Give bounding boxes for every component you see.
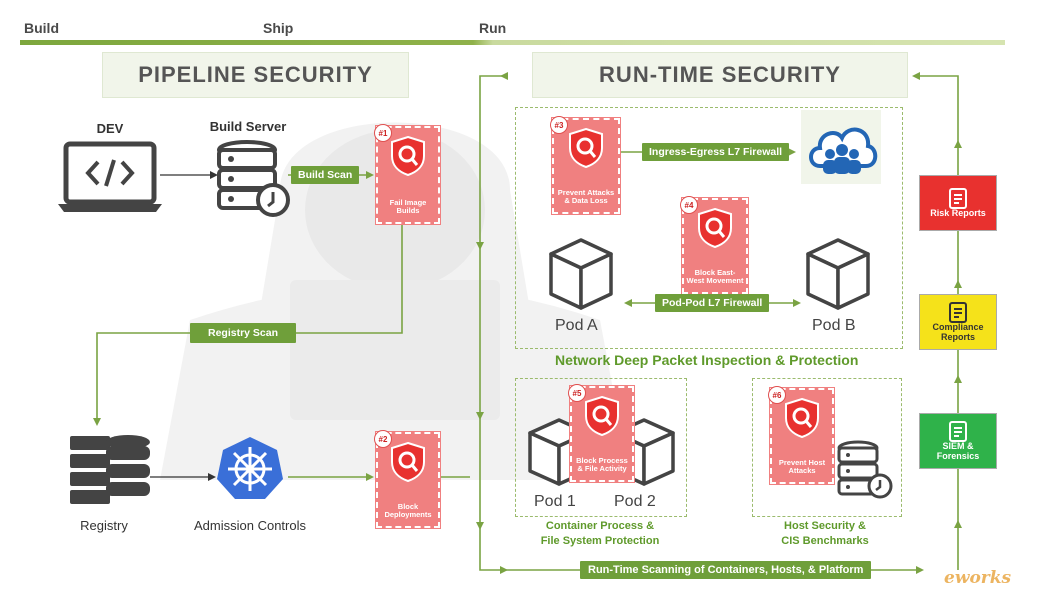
laptop-code-icon (58, 141, 162, 212)
badge-number: #3 (550, 116, 568, 134)
pod-1-label: Pod 1 (534, 493, 576, 510)
report-label: Risk Reports (930, 208, 986, 219)
timeline-bar (20, 40, 1005, 45)
registry-database-icon (70, 435, 150, 504)
badge-text: Block Process & File Activity (576, 455, 628, 474)
report-clipboard-icon (949, 302, 967, 324)
caption-line: Container Process & (545, 520, 655, 532)
network-protection-box (515, 107, 903, 349)
badge-prevent-attacks: #3 Prevent Attacks & Data Loss (550, 116, 620, 214)
pod-a-label: Pod A (555, 317, 598, 334)
runtime-security-title: RUN-TIME SECURITY (532, 52, 908, 98)
build-scan-tag: Build Scan (291, 166, 360, 184)
runtime-scanning-tag: Run-Time Scanning of Containers, Hosts, … (580, 561, 872, 579)
container-protection-caption: Container Process & File System Protecti… (520, 519, 680, 549)
registry-label: Registry (80, 518, 128, 533)
badge-fail-image-builds: #1 Fail Image Builds (374, 124, 440, 224)
pod-b-label: Pod B (812, 317, 856, 334)
stage-run: Run (479, 20, 507, 36)
shield-search-icon (585, 396, 619, 436)
badge-text: Prevent Attacks & Data Loss (557, 187, 615, 206)
badge-number: #6 (768, 386, 786, 404)
shield-search-icon (698, 208, 732, 248)
compliance-reports-card: Compliance Reports (919, 294, 997, 350)
host-security-box (752, 378, 902, 517)
badge-number: #2 (374, 430, 392, 448)
shield-search-icon (785, 398, 819, 438)
database-check-icon (217, 140, 290, 217)
report-label: SIEM & Forensics (936, 441, 980, 461)
badge-prevent-host-attacks: #6 Prevent Host Attacks (768, 386, 834, 484)
caption-line: Host Security & (784, 520, 866, 532)
report-label: Compliance Reports (932, 322, 984, 342)
badge-block-deployments: #2 Block Deployments (374, 430, 440, 528)
eworks-watermark: eworks (944, 568, 1012, 588)
badge-text: Block Deployments (384, 501, 432, 520)
caption-line: File System Protection (540, 534, 660, 547)
badge-block-east-west: #4 Block East-West Movement (680, 196, 748, 294)
pod-2-label: Pod 2 (614, 493, 656, 510)
stage-build: Build (24, 20, 59, 36)
badge-number: #1 (374, 124, 392, 142)
network-inspection-caption: Network Deep Packet Inspection & Protect… (555, 352, 859, 368)
stage-ship: Ship (263, 20, 294, 36)
badge-text: Block East-West Movement (686, 267, 744, 286)
badge-text: Prevent Host Attacks (778, 457, 826, 476)
pod-a-cube-icon (549, 238, 613, 310)
admission-controls-label: Admission Controls (194, 518, 306, 533)
registry-scan-tag: Registry Scan (190, 323, 297, 343)
ingress-egress-tag: Ingress-Egress L7 Firewall (642, 143, 790, 161)
siem-forensics-card: SIEM & Forensics (919, 413, 997, 469)
cloud-users-icon (809, 127, 878, 174)
badge-block-process: #5 Block Process & File Activity (568, 384, 634, 482)
report-clipboard-icon (949, 421, 967, 443)
shield-search-icon (391, 136, 425, 176)
shield-search-icon (391, 442, 425, 482)
badge-number: #5 (568, 384, 586, 402)
container-protection-box (515, 378, 687, 517)
badge-text: Fail Image Builds (389, 197, 427, 216)
dev-label: DEV (96, 121, 124, 136)
kubernetes-helm-icon (217, 437, 283, 499)
host-database-check-icon (837, 440, 893, 499)
build-server-label: Build Server (209, 119, 287, 134)
risk-reports-card: Risk Reports (919, 175, 997, 231)
caption-line: CIS Benchmarks (781, 534, 869, 547)
badge-number: #4 (680, 196, 698, 214)
pod-pod-firewall-tag: Pod-Pod L7 Firewall (655, 294, 770, 312)
pipeline-security-title: PIPELINE SECURITY (102, 52, 409, 98)
pod-b-cube-icon (806, 238, 870, 310)
shield-search-icon (569, 128, 603, 168)
host-security-caption: Host Security & CIS Benchmarks (760, 519, 890, 549)
report-clipboard-icon (949, 188, 967, 210)
